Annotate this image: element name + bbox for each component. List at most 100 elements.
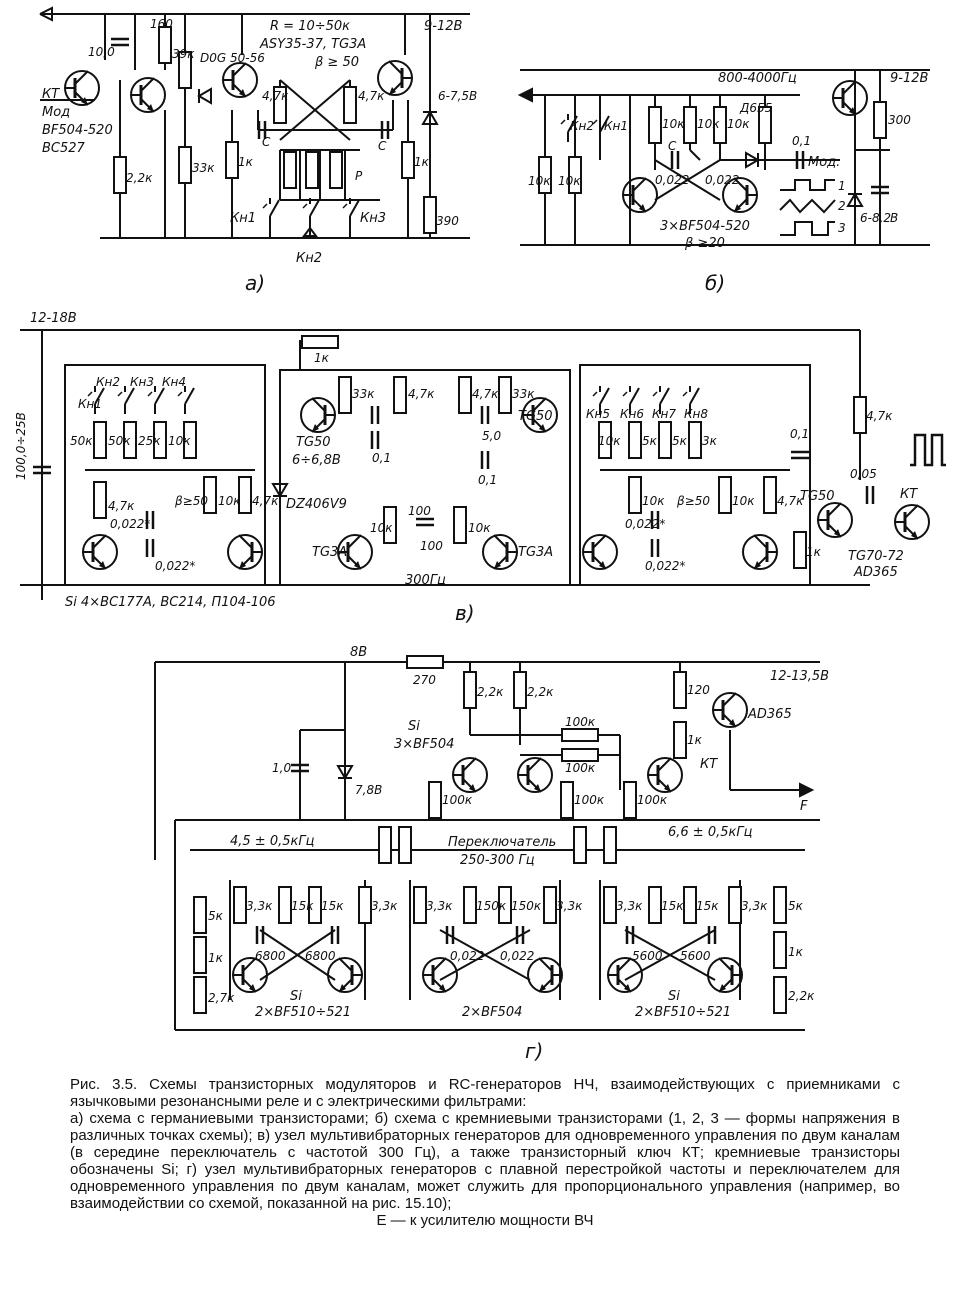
switch-kn3-label: Кн3 (360, 211, 386, 226)
panel-a-switch (302, 197, 320, 227)
resistor-value: 3,3к (556, 899, 583, 913)
zener-value: 7,8В (355, 783, 382, 797)
panel-d-capacitor (707, 924, 717, 946)
tg3a-label: TG3A (518, 545, 553, 560)
resistor-value: 100к (565, 761, 596, 775)
resistor-value: 1к (414, 155, 430, 169)
panel-d-resistor (603, 886, 617, 924)
resistor-value: 10к (218, 494, 241, 508)
group-left-types: 2×BF510÷521 (255, 1005, 351, 1020)
beta-note: β ≥ 50 (314, 55, 359, 70)
cap-value: 6800 (255, 949, 286, 963)
resistor-value: 100к (637, 793, 668, 807)
resistor-value: 4,7к (358, 89, 385, 103)
panel-a-resistor (225, 141, 239, 179)
panel-d-resistor (560, 781, 574, 819)
panel-a-caption: а) (245, 271, 265, 295)
panel-d-resistor (406, 655, 444, 669)
cap-value: 0,022* (155, 559, 195, 573)
supply-voltage: 12-13,5В (770, 669, 829, 684)
transistors-note: Si 4×BC177A, BC214, П104-106 (65, 595, 276, 610)
panel-d-ad365 (711, 691, 749, 729)
panel-d-resistor (413, 886, 427, 924)
resistor-value: 33к (192, 161, 215, 175)
panel-b-labels: 800-4000Гц 9-12В Кн2 Кн1 10к 10к 10к 10к… (528, 71, 929, 295)
panel-c (20, 329, 870, 600)
switch-kn8-label: Кн8 (684, 407, 708, 421)
panel-a-labels: R = 10÷50к ASY35-37, TG3A β ≥ 50 9-12В К… (42, 17, 477, 295)
p-label: Р (355, 169, 363, 183)
si-label: Si (668, 989, 680, 1004)
panel-d-transistor (231, 956, 269, 994)
zener-voltage: 6÷6,8В (292, 453, 341, 468)
resistor-value: 3к (702, 434, 718, 448)
resistor-value: 100к (442, 793, 473, 807)
panel-c-resistor (853, 396, 867, 434)
resistor-value: 25к (138, 434, 161, 448)
panel-c-capacitor (480, 449, 490, 471)
panel-c-resistor (658, 421, 672, 459)
panel-d-resistor (573, 826, 587, 864)
resistor-value: 100к (565, 715, 596, 729)
waveform-3-label: 3 (838, 221, 846, 235)
resistor-value: 4,7к (108, 499, 135, 513)
resistor-value: 3,3к (426, 899, 453, 913)
voltage-8v: 8В (350, 645, 367, 660)
resistor-value: 3,3к (741, 899, 768, 913)
panel-c-capacitor (370, 429, 380, 451)
panel-d-transistor (606, 956, 644, 994)
resistor-value: 4,7к (866, 409, 893, 423)
panel-d-resistor (773, 931, 787, 969)
panel-c-resistor (338, 376, 352, 414)
panel-b-resistor (873, 101, 887, 139)
switch-kn3-label: Кн3 (130, 375, 154, 389)
switch-kn2-label: Кн2 (296, 251, 322, 266)
panel-c-resistor (793, 531, 807, 569)
panel-d-resistor (773, 976, 787, 1014)
resistor-value: 4,7к (408, 387, 435, 401)
supply-voltage: 9-12В (424, 19, 463, 34)
panel-a-kt-transistor (63, 69, 101, 107)
panel-d-caption: г) (525, 1039, 543, 1063)
right-frequency: 6,6 ± 0,5кГц (668, 825, 753, 840)
panel-c-resistor (93, 481, 107, 519)
cap-value: 0,022 (500, 949, 534, 963)
panel-a-resistor (423, 196, 437, 234)
panel-c-transistor (741, 533, 779, 571)
kt-types: BF504-520 (42, 123, 113, 138)
cap-value: 6800 (305, 949, 336, 963)
panel-b-resistor (648, 106, 662, 144)
supply-voltage: 12-18В (30, 311, 77, 326)
kt-types-alt: BC527 (42, 141, 86, 156)
resistor-value: 4,7к (777, 494, 804, 508)
panel-c-resistor (238, 476, 252, 514)
panel-b-caption: б) (705, 271, 725, 295)
panel-d-labels: 8В 270 12-13,5В 2,2к 2,2к 120 AD365 100к… (208, 645, 829, 1063)
transistor-types-note: ASY35-37, TG3A (259, 37, 366, 52)
panel-d-resistor (561, 728, 599, 742)
kt-type: TG70-72 (848, 549, 904, 564)
resistor-value: 50к (70, 434, 93, 448)
panel-c-capacitor (865, 484, 875, 506)
resistor-value: 15к (321, 899, 344, 913)
capacitor-voltage: В (890, 211, 898, 225)
resistor-value: 390 (436, 214, 459, 228)
schematic-figure: R = 10÷50к ASY35-37, TG3A β ≥ 50 9-12В К… (14, 6, 946, 1063)
kt-label: КТ (900, 487, 918, 502)
resistor-value: 10к (468, 521, 491, 535)
panel-c-tg3a (481, 533, 519, 571)
panel-d-resistor (728, 886, 742, 924)
panel-c-resistor (718, 476, 732, 514)
panel-d-resistor (358, 886, 372, 924)
panel-d-transistor (421, 956, 459, 994)
mod-label: Мод. (808, 155, 840, 170)
panel-d-resistor (233, 886, 247, 924)
si-types: 3×BF504 (394, 737, 454, 752)
beta-note: β ≥20 (684, 236, 725, 251)
panel-c-transistor (226, 533, 264, 571)
resistor-value: 5к (788, 899, 804, 913)
panel-c-resistor (688, 421, 702, 459)
cap-label: С (378, 139, 387, 153)
left-frequency: 4,5 ± 0,5кГц (230, 834, 315, 849)
switch-kn2-label: Кн2 (570, 119, 594, 133)
